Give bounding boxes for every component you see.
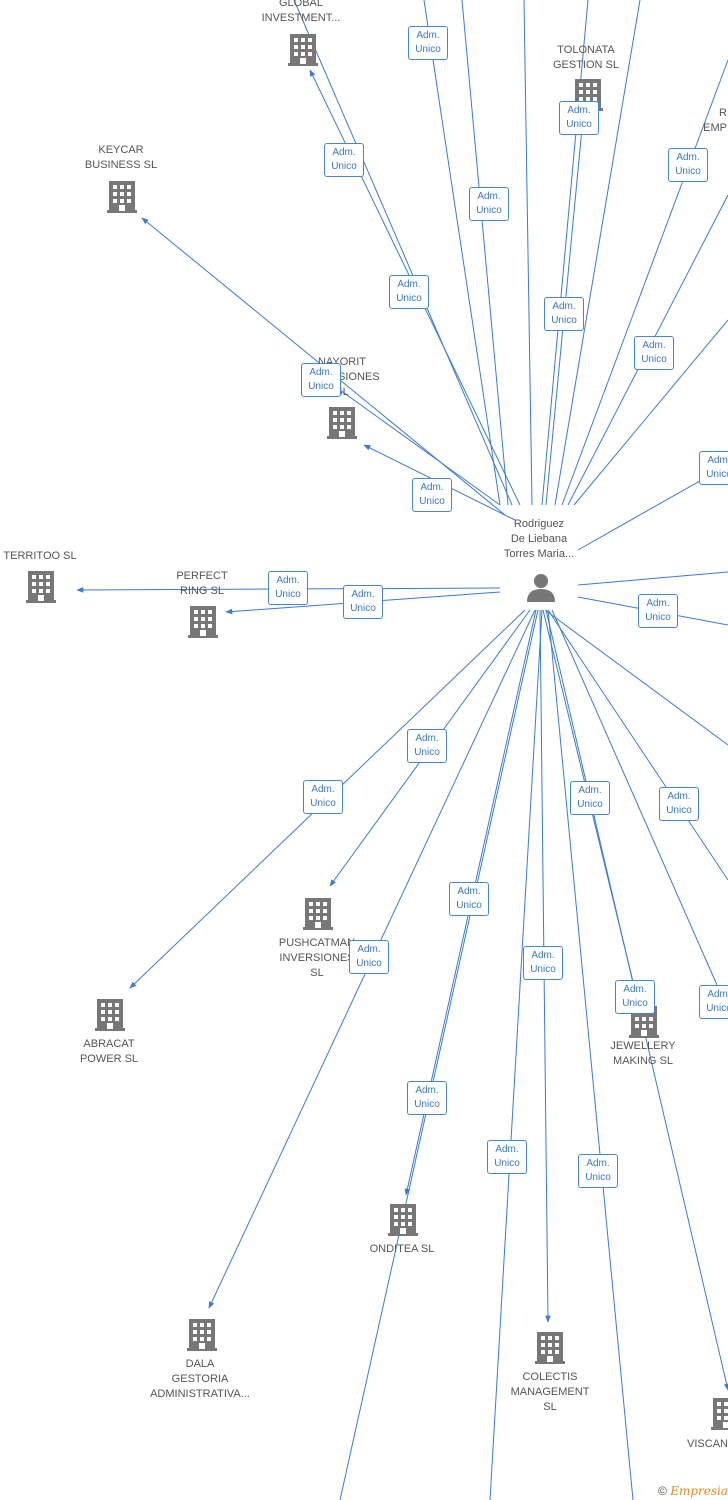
edge-label-adm-unico[interactable]: Adm.Unico — [659, 787, 699, 821]
edge-label-adm-unico[interactable]: Adm.Unico — [343, 585, 383, 619]
brand-logo: Empresia — [670, 1484, 728, 1498]
building-icon-onditea[interactable] — [388, 1204, 418, 1236]
edge-label-adm-unico[interactable]: Adm.Unico — [303, 780, 343, 814]
edge-label-adm-unico[interactable]: Adm.Unico — [523, 946, 563, 980]
building-icon-dala[interactable] — [187, 1319, 217, 1351]
edge-1 — [293, 0, 513, 506]
edge-label-adm-unico[interactable]: Adm.Unico — [544, 297, 584, 331]
edge-label-adm-unico[interactable]: Adm.Unico — [699, 451, 728, 485]
copyright-icon: © — [658, 1484, 667, 1498]
edge-28 — [489, 609, 543, 1500]
company-label-territoo[interactable]: TERRITOO SL — [3, 550, 77, 562]
edge-label-adm-unico[interactable]: Adm.Unico — [578, 1154, 618, 1188]
edge-label-adm-unico[interactable]: Adm.Unico — [449, 882, 489, 916]
edge-label-adm-unico[interactable]: Adm.Unico — [699, 985, 728, 1019]
building-icon-nayorit[interactable] — [327, 407, 357, 439]
edge-label-adm-unico[interactable]: Adm.Unico — [389, 275, 429, 309]
edge-label-adm-unico[interactable]: Adm.Unico — [615, 980, 655, 1014]
edge-10 — [573, 319, 728, 506]
edge-26 — [339, 609, 539, 1500]
edges — [76, 0, 728, 1500]
company-label-pushcatman[interactable]: PUSHCATMAN INVERSIONES SL — [278, 937, 356, 979]
edge-label-adm-unico[interactable]: Adm.Unico — [412, 478, 452, 512]
building-icon-pushcatman[interactable] — [303, 898, 333, 930]
building-icon-perfect[interactable] — [188, 606, 218, 638]
edge-label-adm-unico[interactable]: Adm.Unico — [407, 1081, 447, 1115]
company-label-jewellery[interactable]: JEWELLERY MAKING SL — [610, 1040, 676, 1067]
company-label-perfect[interactable]: PERFECT RING SL — [176, 570, 228, 597]
edge-label-adm-unico[interactable]: Adm.Unico — [268, 571, 308, 605]
edge-label-adm-unico[interactable]: Adm.Unico — [559, 101, 599, 135]
edge-label-adm-unico[interactable]: Adm.Unico — [324, 143, 364, 177]
edge-2 — [523, 0, 533, 506]
company-label-viscan[interactable]: VISCAN — [687, 1438, 728, 1450]
company-label-global[interactable]: GLOBAL INVESTMENT... — [261, 0, 341, 24]
edge-3 — [423, 0, 501, 506]
edge-21 — [551, 609, 728, 1011]
edge-7 — [554, 0, 641, 506]
edge-label-adm-unico[interactable]: Adm.Unico — [469, 187, 509, 221]
edge-label-adm-unico[interactable]: Adm.Unico — [668, 148, 708, 182]
edge-label-adm-unico[interactable]: Adm.Unico — [570, 781, 610, 815]
company-label-abracat[interactable]: ABRACAT POWER SL — [79, 1038, 139, 1065]
edge-8 — [561, 59, 728, 506]
edge-14 — [339, 389, 501, 506]
company-label-onditea[interactable]: ONDITEA SL — [369, 1243, 435, 1255]
building-icon-viscan[interactable] — [711, 1398, 728, 1430]
edge-label-adm-unico[interactable]: Adm.Unico — [634, 336, 674, 370]
building-icon-territoo[interactable] — [26, 571, 56, 603]
edge-label-adm-unico[interactable]: Adm.Unico — [407, 729, 447, 763]
edge-label-adm-unico[interactable]: Adm.Unico — [487, 1140, 527, 1174]
copyright-notice: © Empresia — [658, 1484, 728, 1498]
building-icon-colectis[interactable] — [535, 1332, 565, 1364]
edge-17 — [577, 571, 728, 586]
edge-label-adm-unico[interactable]: Adm.Unico — [349, 940, 389, 974]
edge-label-adm-unico[interactable]: Adm.Unico — [408, 26, 448, 60]
center-person-label[interactable]: Rodriguez De Liebana Torres Maria... — [503, 518, 575, 560]
center-person-icon[interactable] — [527, 574, 555, 602]
company-label-colectis[interactable]: COLECTIS MANAGEMENT SL — [510, 1371, 590, 1413]
edge-19 — [544, 609, 728, 746]
building-icon-keycar[interactable] — [107, 181, 137, 213]
company-label-keycar[interactable]: KEYCAR BUSINESS SL — [84, 144, 158, 171]
company-label-r-emp[interactable]: R EMP — [703, 107, 727, 134]
edge-label-adm-unico[interactable]: Adm.Unico — [301, 363, 341, 397]
edge-label-adm-unico[interactable]: Adm.Unico — [638, 594, 678, 628]
edge-4 — [461, 0, 509, 506]
company-label-tolonata[interactable]: TOLONATA GESTION SL — [552, 44, 620, 71]
building-icon-abracat[interactable] — [95, 999, 125, 1031]
edge-31 — [547, 609, 634, 1500]
building-icon-global[interactable] — [288, 34, 318, 66]
company-label-nayorit[interactable]: NAYORIT INVERSIONES SL — [304, 356, 380, 398]
company-label-dala[interactable]: DALA GESTORIA ADMINISTRATIVA... — [150, 1358, 250, 1400]
edge-5 — [541, 0, 589, 506]
edge-20 — [547, 609, 728, 881]
